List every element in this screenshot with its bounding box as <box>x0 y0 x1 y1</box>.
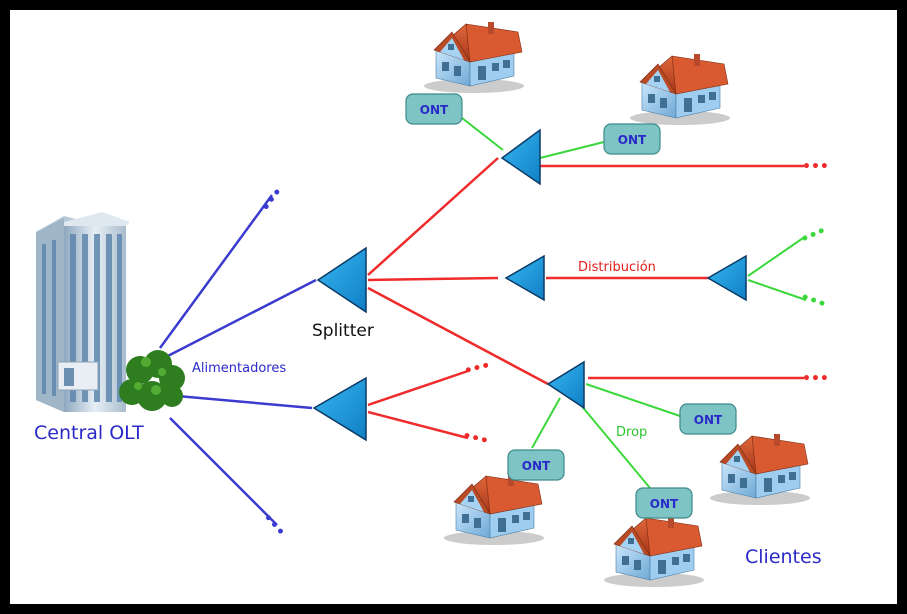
drop-label: Drop <box>616 425 647 440</box>
ont-label: ONT <box>522 459 551 473</box>
ont-box: ONT <box>405 93 463 125</box>
central-label: Central OLT <box>34 422 144 444</box>
continuation-mark: ••• <box>802 371 829 387</box>
ont-label: ONT <box>694 413 723 427</box>
splitter-middle <box>504 254 545 302</box>
ont-box: ONT <box>603 123 661 155</box>
splitter-primary <box>316 246 367 314</box>
splitter-top <box>500 128 541 186</box>
ont-label: ONT <box>618 133 647 147</box>
feeder-lines <box>158 194 317 526</box>
distribution-lines <box>367 157 804 440</box>
splitter-lower-left <box>312 376 367 442</box>
distribution-label: Distribución <box>578 260 656 275</box>
continuation-mark: ••• <box>802 159 829 175</box>
ont-box: ONT <box>507 449 565 481</box>
splitter-label: Splitter <box>312 321 374 341</box>
drop-lines <box>461 117 807 489</box>
splitter-lower-right <box>546 360 585 410</box>
splitter-right <box>706 254 747 302</box>
splitters <box>312 128 747 442</box>
continuation-marks: ••• ••• ••• ••• ••• ••• ••• ••• <box>258 159 829 541</box>
ont-box: ONT <box>635 487 693 519</box>
feeders-label: Alimentadores <box>192 361 286 376</box>
ont-label: ONT <box>420 103 449 117</box>
continuation-mark: ••• <box>462 358 492 380</box>
continuation-mark: ••• <box>460 428 490 450</box>
ont-label: ONT <box>650 497 679 511</box>
clients-label: Clientes <box>745 546 822 568</box>
central-office-icon <box>36 212 185 412</box>
ont-box: ONT <box>679 403 737 435</box>
